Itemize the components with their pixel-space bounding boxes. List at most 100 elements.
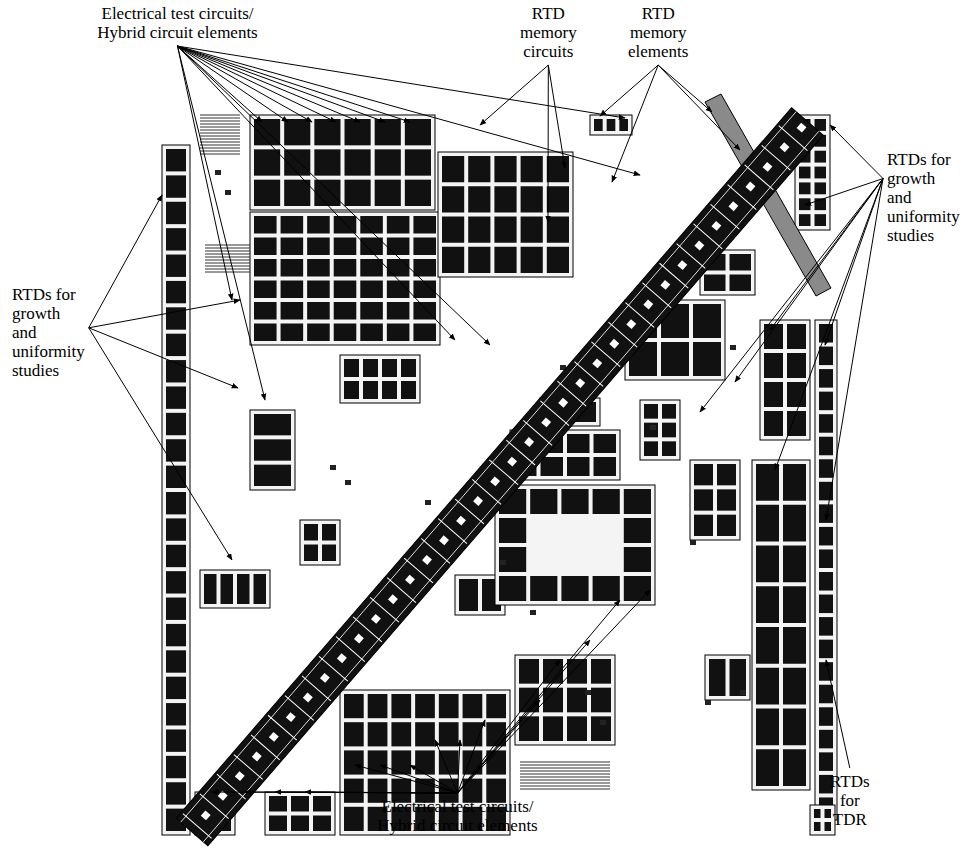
bond-pad	[254, 281, 277, 299]
bond-pad	[313, 796, 331, 812]
bond-pad	[269, 816, 287, 832]
bond-pad	[591, 659, 611, 684]
bond-pad	[166, 255, 186, 277]
leader-line	[178, 46, 411, 122]
bond-pad	[463, 694, 483, 718]
band-device	[490, 476, 500, 486]
hatch-line	[200, 127, 240, 128]
test-device	[530, 610, 536, 615]
test-device	[585, 690, 591, 695]
hatch-line	[205, 257, 250, 258]
bond-pad	[313, 816, 331, 832]
bond-pad	[459, 579, 478, 611]
bond-pad	[401, 381, 416, 399]
bond-pad	[756, 749, 779, 786]
bond-pad	[304, 524, 318, 541]
hatch-line	[520, 765, 610, 766]
hatch-line	[200, 115, 240, 116]
bond-pad	[624, 518, 651, 543]
hatch-line	[200, 151, 240, 152]
test-device	[600, 720, 606, 725]
block-outline	[705, 655, 750, 700]
bond-pad	[661, 342, 689, 376]
bond-pad	[764, 382, 783, 407]
bond-pad	[499, 576, 526, 601]
bond-pad	[281, 216, 304, 234]
bond-pad	[281, 281, 304, 299]
bond-pad	[405, 149, 431, 175]
leader-line	[178, 46, 266, 400]
hatch-line	[520, 780, 610, 781]
band-device	[746, 182, 756, 192]
band-device	[320, 673, 330, 683]
bond-pad	[254, 259, 277, 277]
bond-pad	[360, 281, 383, 299]
bond-pad	[547, 156, 569, 182]
bond-pad	[530, 576, 557, 601]
band-device	[763, 162, 773, 172]
bond-pad	[819, 572, 833, 591]
bond-pad	[254, 216, 277, 234]
band-device	[711, 221, 721, 231]
bond-pad	[607, 119, 616, 131]
block-outline	[340, 355, 420, 403]
bond-pad	[593, 576, 620, 601]
bond-pad	[494, 156, 516, 182]
band-device	[592, 358, 602, 368]
bond-pad	[344, 381, 359, 399]
bond-pad	[254, 574, 267, 604]
test-device	[425, 500, 431, 505]
leader-line	[805, 179, 883, 205]
block-outline	[752, 460, 810, 790]
bond-pad	[442, 156, 464, 182]
bond-pad	[499, 547, 526, 572]
bond-pad	[166, 756, 186, 778]
bond-pad	[237, 574, 250, 604]
hatch-line	[200, 148, 240, 149]
band-rail	[203, 131, 818, 842]
bond-pad	[819, 437, 833, 456]
bond-pad	[819, 504, 833, 523]
bond-pad	[344, 694, 364, 718]
bond-pad	[756, 505, 779, 542]
bond-pad	[547, 217, 569, 243]
bond-pad	[591, 716, 611, 741]
hatch-line	[205, 251, 250, 252]
bond-pad	[819, 662, 833, 681]
bond-pad	[254, 439, 291, 460]
block-outline	[495, 485, 655, 605]
bond-pad	[819, 685, 833, 704]
bond-pad	[704, 275, 726, 292]
bond-pad	[345, 119, 371, 145]
bond-pad	[468, 186, 490, 212]
leader-line	[178, 46, 386, 122]
bond-pad	[619, 119, 628, 131]
bond-pad	[694, 464, 713, 485]
bond-pad	[166, 228, 186, 250]
leader-line	[735, 179, 883, 382]
band-device	[303, 693, 313, 703]
bond-pad	[819, 595, 833, 614]
bond-pad	[547, 186, 569, 212]
bond-pad	[254, 302, 277, 320]
band-device	[677, 260, 687, 270]
hatch-line	[520, 774, 610, 775]
block-outline	[438, 152, 573, 277]
band-device	[252, 752, 262, 762]
band-device	[780, 142, 790, 152]
band-device	[541, 417, 551, 427]
bond-pad	[594, 434, 617, 453]
bond-pad	[644, 404, 658, 419]
test-device	[705, 700, 711, 705]
bond-pad	[594, 119, 603, 131]
bond-pad	[561, 489, 588, 514]
bond-pad	[783, 627, 806, 664]
block-outline	[265, 792, 335, 835]
callout-label: RTD memory circuits	[520, 4, 577, 61]
block-outline	[810, 805, 835, 835]
bond-pad	[360, 324, 383, 342]
bond-pad	[387, 238, 410, 256]
bond-pad	[756, 709, 779, 746]
bond-pad	[519, 659, 539, 684]
